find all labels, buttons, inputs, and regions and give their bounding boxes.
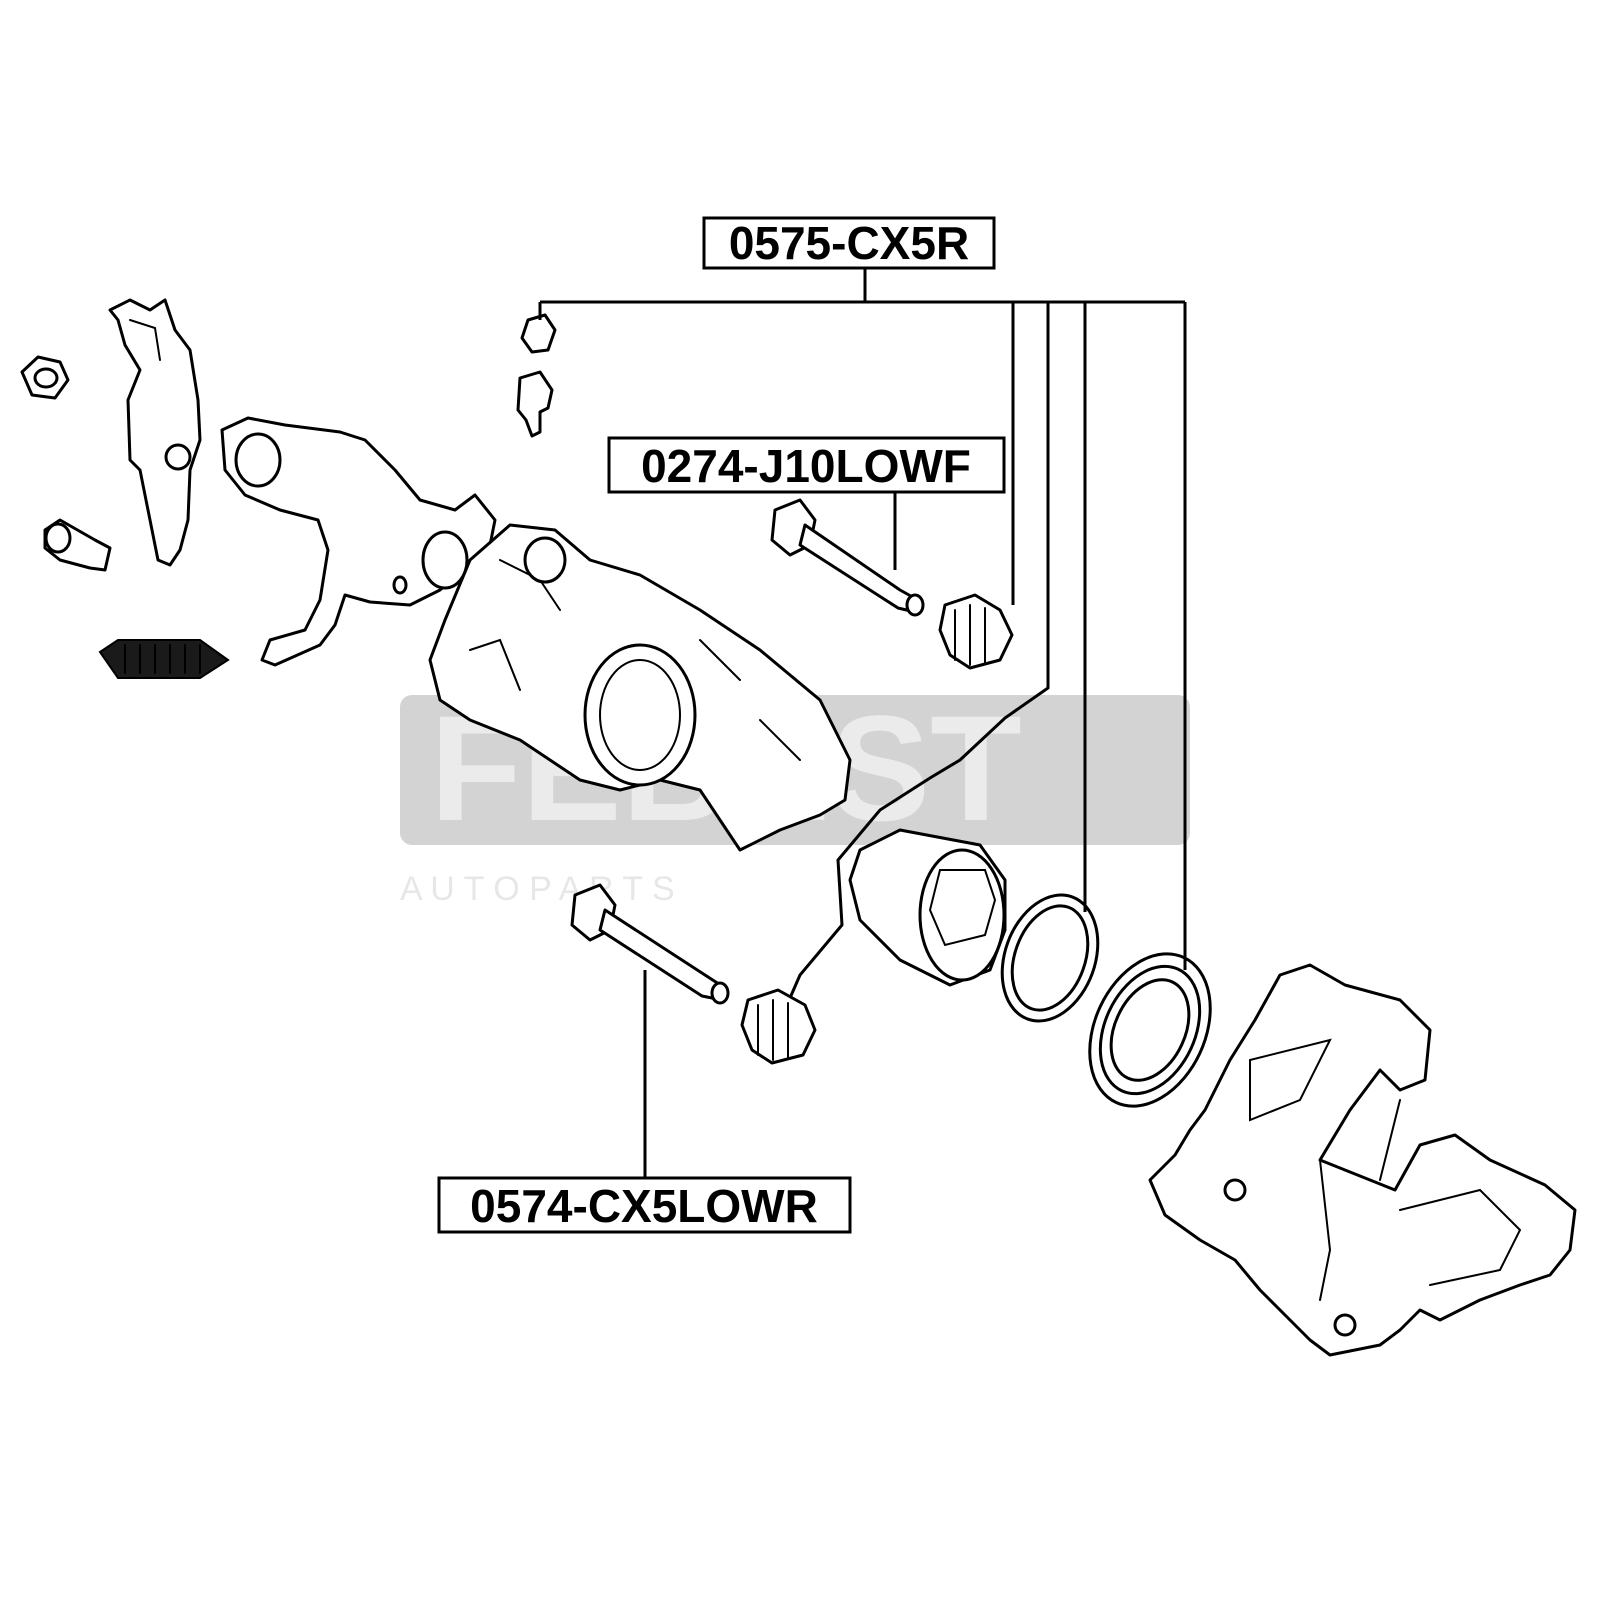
- part-number-bottom: 0574-CX5LOWR: [470, 1180, 818, 1232]
- part-number-middle: 0274-J10LOWF: [641, 440, 971, 492]
- nut: [20, 355, 70, 400]
- bleeder-screw: [516, 370, 554, 438]
- watermark-subtitle: A U T O P A R T S: [400, 870, 675, 908]
- guide-pin-lower: [570, 883, 730, 1005]
- pin-boot-lower: [740, 988, 817, 1065]
- parking-brake-lever: [108, 298, 202, 567]
- bushing: [43, 518, 112, 572]
- caliper-body: [428, 523, 852, 852]
- piston-seal: [1000, 893, 1100, 1023]
- return-spring: [98, 639, 230, 679]
- bleeder-cap: [520, 313, 557, 354]
- caliper-piston: [848, 828, 1007, 987]
- caliper-carrier: [1148, 963, 1577, 1357]
- pin-boot-upper: [938, 593, 1014, 670]
- part-number-top: 0575-CX5R: [729, 217, 969, 269]
- label-guide-pin-lower: 0574-CX5LOWR: [437, 1176, 852, 1234]
- guide-pin-upper: [770, 498, 925, 617]
- label-guide-pin-upper: 0274-J10LOWF: [607, 436, 1006, 494]
- label-brake-repair-kit: 0575-CX5R: [702, 216, 996, 270]
- leader-kit: [538, 268, 1187, 999]
- bracket-plate: [220, 416, 497, 667]
- dust-boot: [1088, 952, 1212, 1108]
